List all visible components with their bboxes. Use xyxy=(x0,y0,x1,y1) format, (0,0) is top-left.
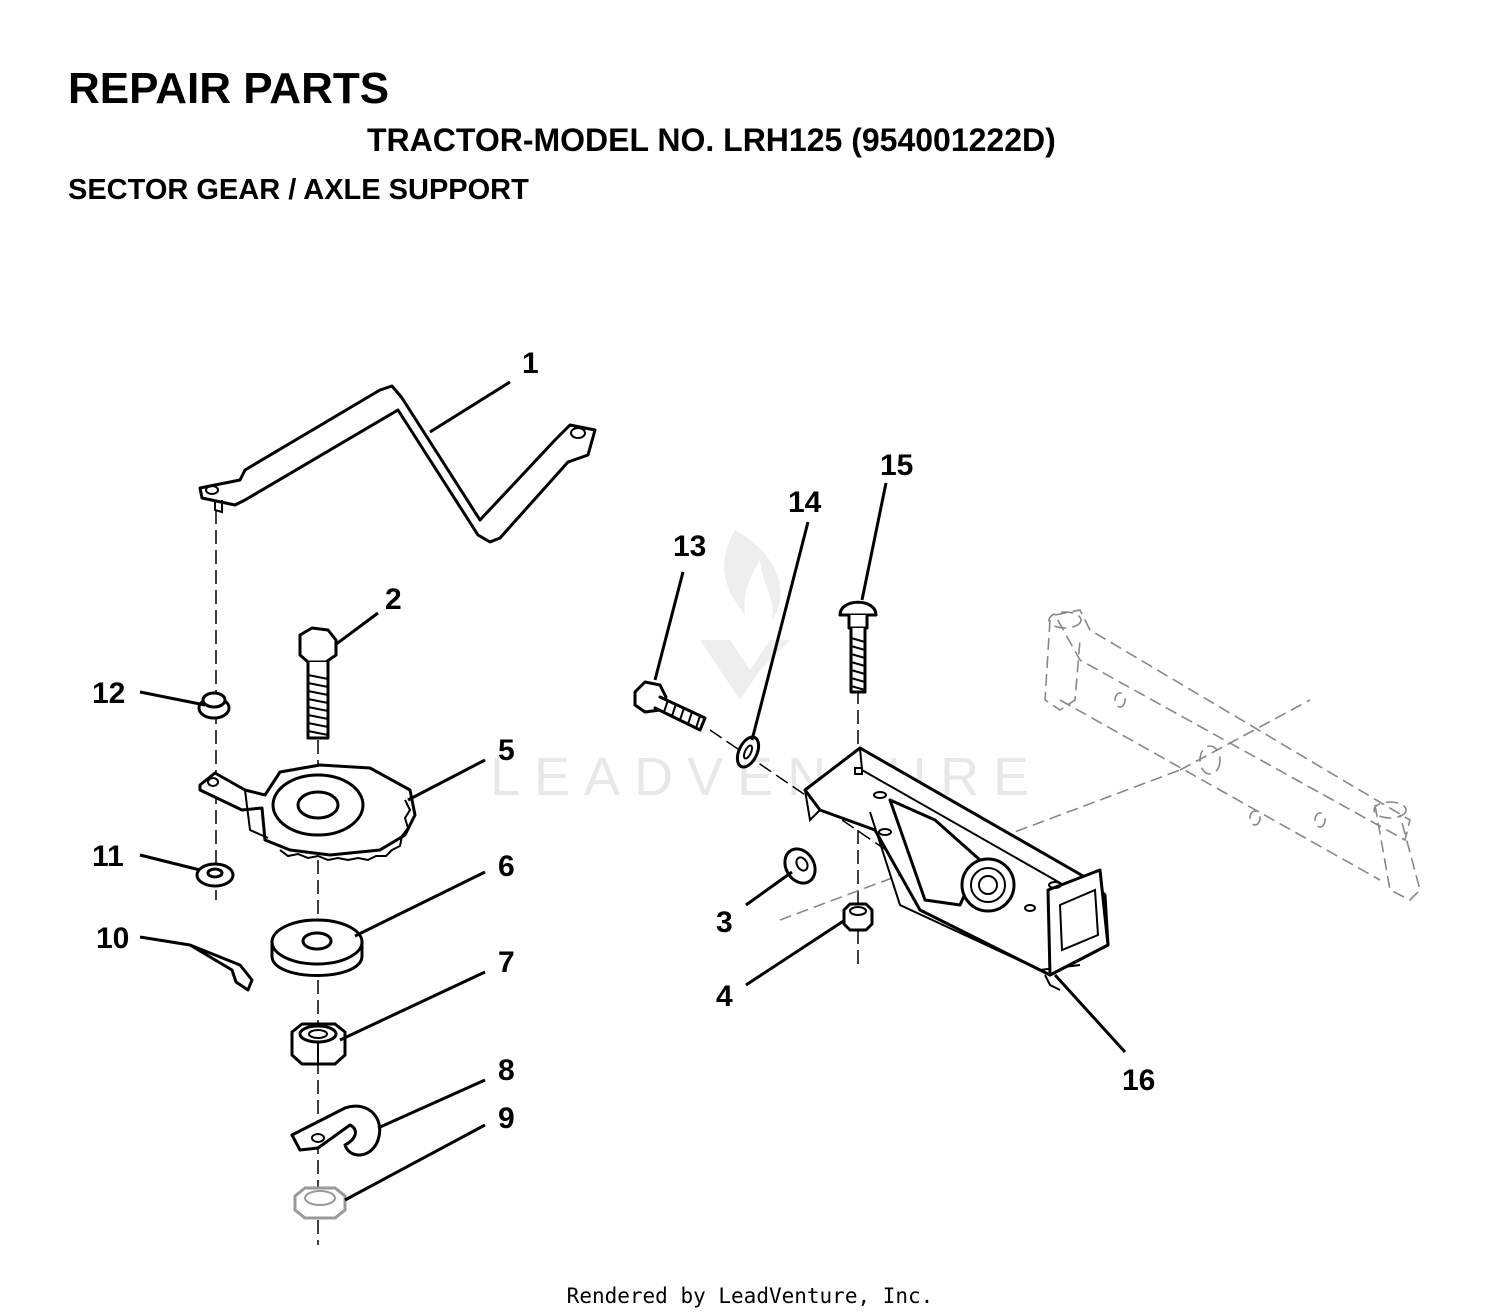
axle-phantom xyxy=(779,609,1421,921)
washer-part xyxy=(195,862,235,888)
callout-12: 12 xyxy=(92,677,125,710)
callout-4: 4 xyxy=(716,980,733,1013)
spacer-part xyxy=(270,918,364,977)
page-title: REPAIR PARTS xyxy=(68,64,390,113)
sector-gear-part xyxy=(198,763,417,862)
flange-nut-part xyxy=(197,691,231,720)
callout-13: 13 xyxy=(673,530,706,563)
section-title: SECTOR GEAR / AXLE SUPPORT xyxy=(68,174,529,206)
watermark-text: LEADVENTURE xyxy=(490,747,1043,807)
callout-14: 14 xyxy=(788,486,822,519)
bolt-part xyxy=(633,680,707,732)
callout-8: 8 xyxy=(498,1054,515,1087)
model-number: TRACTOR-MODEL NO. LRH125 (954001222D) xyxy=(367,122,1056,158)
leader-lines xyxy=(139,380,1127,1202)
callout-labels: 1 2 3 4 5 6 7 8 9 10 11 12 13 14 15 16 xyxy=(92,347,1155,1135)
hex-bolt-part xyxy=(298,626,338,740)
callout-10: 10 xyxy=(96,922,129,955)
callout-16: 16 xyxy=(1122,1064,1155,1097)
hex-nut-part xyxy=(290,1022,347,1066)
callout-2: 2 xyxy=(385,583,402,616)
callout-3: 3 xyxy=(716,906,733,939)
callout-15: 15 xyxy=(880,449,913,482)
callout-1: 1 xyxy=(522,347,539,380)
axle-support-bracket-part xyxy=(803,746,1110,991)
carriage-bolt-part xyxy=(838,600,878,694)
lock-nut-part xyxy=(293,1186,347,1220)
cotter-pin-part xyxy=(188,943,254,992)
callout-6: 6 xyxy=(498,850,515,883)
washer-14-part xyxy=(735,735,761,769)
callout-5: 5 xyxy=(498,734,515,767)
callout-11: 11 xyxy=(92,840,124,873)
footer-credit: Rendered by LeadVenture, Inc. xyxy=(566,1284,934,1308)
drag-link-part xyxy=(198,384,597,544)
watermark-logo: LEADVENTURE xyxy=(490,530,1043,807)
callout-7: 7 xyxy=(498,946,515,979)
nut-3-part xyxy=(783,847,817,885)
clamp-part xyxy=(290,1104,382,1157)
callout-9: 9 xyxy=(498,1102,515,1135)
nut-4-part xyxy=(842,902,874,932)
